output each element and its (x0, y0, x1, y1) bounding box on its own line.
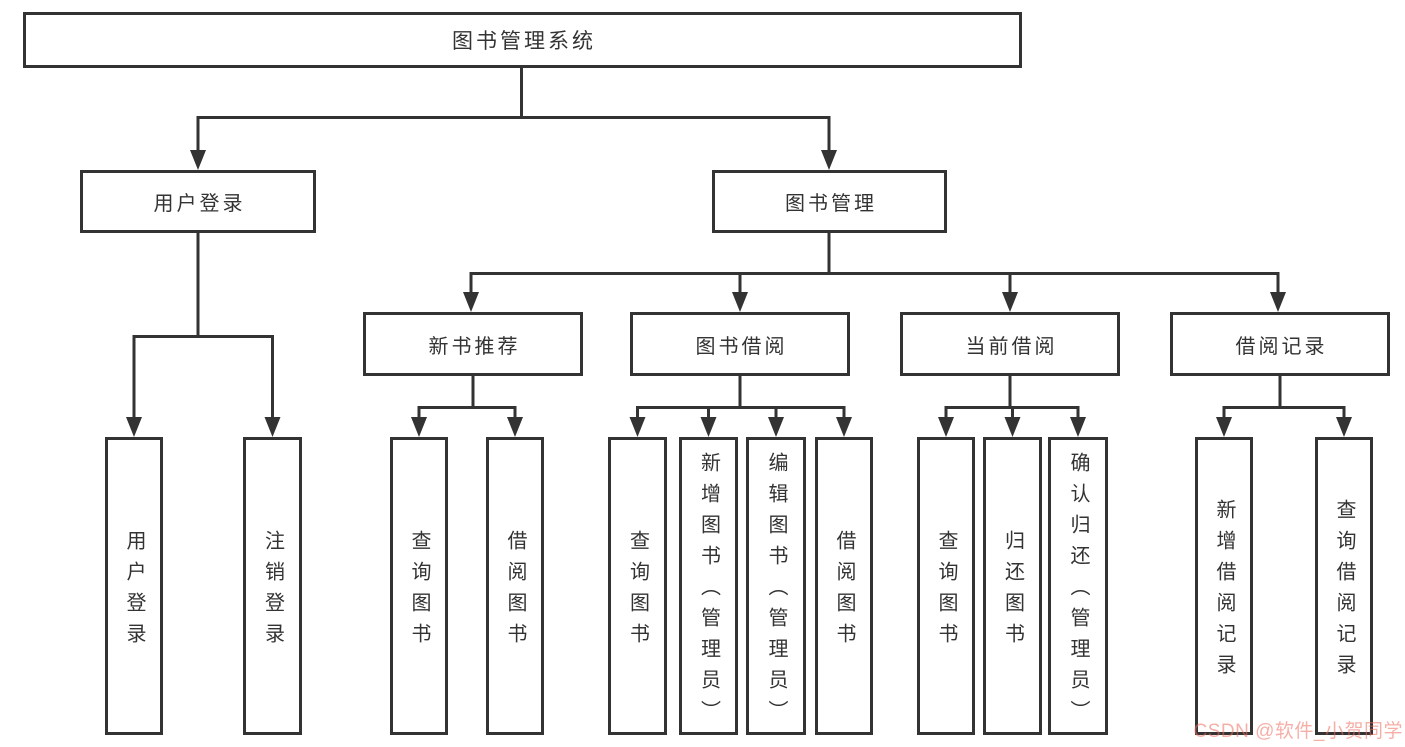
arrowhead (836, 417, 852, 437)
leaf-edit-books-admin: 编辑图书（管理员） (746, 437, 806, 735)
arrowhead (768, 417, 784, 437)
arrowhead (411, 417, 427, 437)
leaf-query-borrow-record: 查询借阅记录 (1315, 437, 1373, 735)
leaf-add-borrow-record: 新增借阅记录 (1195, 437, 1253, 735)
arrowhead (938, 417, 954, 437)
arrowhead (1070, 417, 1086, 437)
arrowhead (629, 417, 646, 437)
arrowhead (1270, 292, 1286, 312)
connector-login-to-leaves (126, 233, 281, 437)
leaf-logout: 注销登录 (243, 437, 302, 735)
connector-root-to-level2 (190, 67, 837, 170)
arrowhead (732, 292, 748, 312)
leaf-confirm-return-admin: 确认归还（管理员） (1048, 437, 1108, 735)
node-borrowing-records: 借阅记录 (1170, 312, 1390, 376)
leaf-borrow-books: 借阅图书 (486, 437, 544, 735)
csdn-watermark: CSDN @软件_小贺同学 (1193, 721, 1403, 742)
arrowhead (700, 417, 717, 437)
connector-records-to-leaves (1216, 376, 1352, 437)
leaf-user-login: 用户登录 (105, 437, 163, 735)
arrowhead (126, 417, 142, 437)
node-library-system: 图书管理系统 (23, 12, 1022, 68)
node-user-login: 用户登录 (80, 170, 316, 233)
arrowhead (190, 150, 206, 170)
leaf-borrow-books-2: 借阅图书 (815, 437, 873, 735)
arrowhead (507, 417, 523, 437)
arrowhead (1004, 417, 1021, 437)
arrowhead (264, 417, 281, 437)
node-current-borrowing: 当前借阅 (900, 312, 1120, 376)
leaf-query-books-3: 查询图书 (917, 437, 975, 735)
connector-current-to-leaves (938, 376, 1086, 437)
arrowhead (1336, 417, 1352, 437)
arrowhead (1002, 292, 1018, 312)
arrowhead (1216, 417, 1232, 437)
leaf-add-books-admin: 新增图书（管理员） (679, 437, 738, 735)
arrowhead (821, 150, 837, 170)
leaf-return-books: 归还图书 (983, 437, 1042, 735)
connector-recommendation-to-leaves (411, 376, 523, 437)
connector-management-to-level3 (463, 233, 1286, 312)
leaf-query-books: 查询图书 (390, 437, 448, 735)
node-new-book-recommendation: 新书推荐 (363, 312, 583, 376)
node-book-management: 图书管理 (712, 170, 947, 233)
arrowhead (463, 292, 479, 312)
node-book-borrowing: 图书借阅 (630, 312, 850, 376)
leaf-query-books-2: 查询图书 (608, 437, 667, 735)
connector-borrowing-to-leaves (629, 376, 852, 437)
